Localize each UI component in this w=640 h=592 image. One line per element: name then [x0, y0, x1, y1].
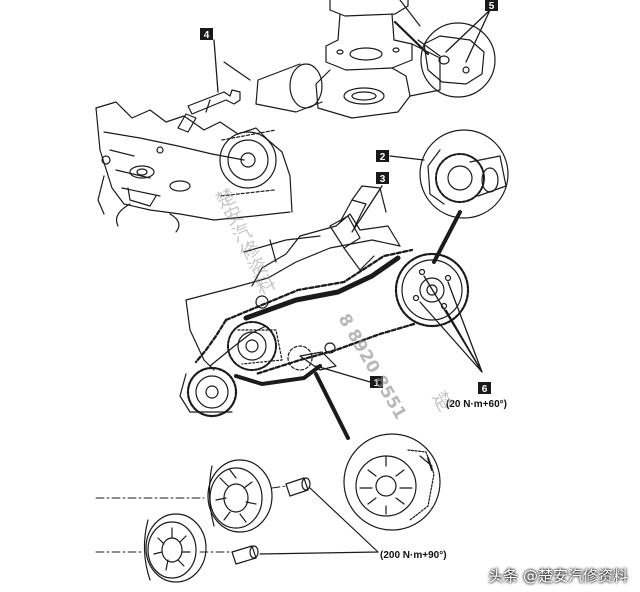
pulley-detail-circle	[343, 433, 441, 531]
camshaft-housing-detail	[223, 0, 441, 119]
pulley-bolt-upper	[285, 477, 311, 497]
callout-box-1: 1	[370, 376, 383, 389]
callout-box-5: 5	[485, 0, 498, 12]
leader-lines-5	[445, 9, 491, 63]
callout-box-4: 4	[200, 28, 213, 41]
wrench-tool	[177, 89, 241, 133]
svg-text:4: 4	[204, 30, 210, 41]
tensioner-detail-marker	[287, 345, 313, 371]
camshaft-sprocket	[394, 252, 470, 328]
callout-box-3: 3	[376, 172, 389, 185]
leader-line-3	[351, 185, 383, 233]
upper-cam-sprocket	[219, 129, 277, 197]
centerlines	[95, 485, 287, 553]
crankshaft-pulley-upper	[207, 459, 273, 533]
timing-cover	[185, 213, 401, 371]
callout-box-6: 6	[478, 382, 491, 395]
leader-line-5	[393, 20, 430, 56]
source-credit: 头条 @楚安汽修资料	[488, 567, 628, 585]
torque-label-camshaft: (20 N·m+60°)	[446, 399, 507, 410]
tensioner-sprocket	[227, 321, 283, 371]
crankshaft-pulley-lower	[143, 513, 207, 583]
watermark-phone-tail: 楚	[428, 388, 457, 415]
bolt-detail-circle	[420, 22, 496, 98]
camshaft-sensor	[329, 185, 387, 271]
svg-text:3: 3	[380, 174, 386, 185]
chain-guides	[234, 255, 401, 386]
timing-chain	[194, 248, 416, 376]
svg-text:6: 6	[482, 384, 488, 395]
projection-line-1	[314, 372, 350, 440]
leader-line-2	[389, 155, 425, 161]
pulley-bolt-lower	[231, 545, 259, 565]
crankshaft-sprocket	[179, 366, 238, 418]
torque-label-pulley: (200 N·m+90°)	[380, 550, 447, 561]
callout-box-2: 2	[376, 150, 389, 163]
watermark-vertical-text: 楚安汽修资料	[210, 185, 278, 298]
svg-text:1: 1	[374, 378, 380, 389]
leader-line-4	[213, 39, 219, 93]
projection-line-2	[432, 210, 462, 264]
vvt-detail-circle	[419, 129, 509, 219]
svg-text:5: 5	[489, 1, 495, 12]
leader-lines-6	[419, 275, 483, 373]
leader-lines-torque-pulley	[259, 487, 379, 555]
leader-line-1	[315, 365, 371, 383]
svg-text:2: 2	[380, 152, 386, 163]
